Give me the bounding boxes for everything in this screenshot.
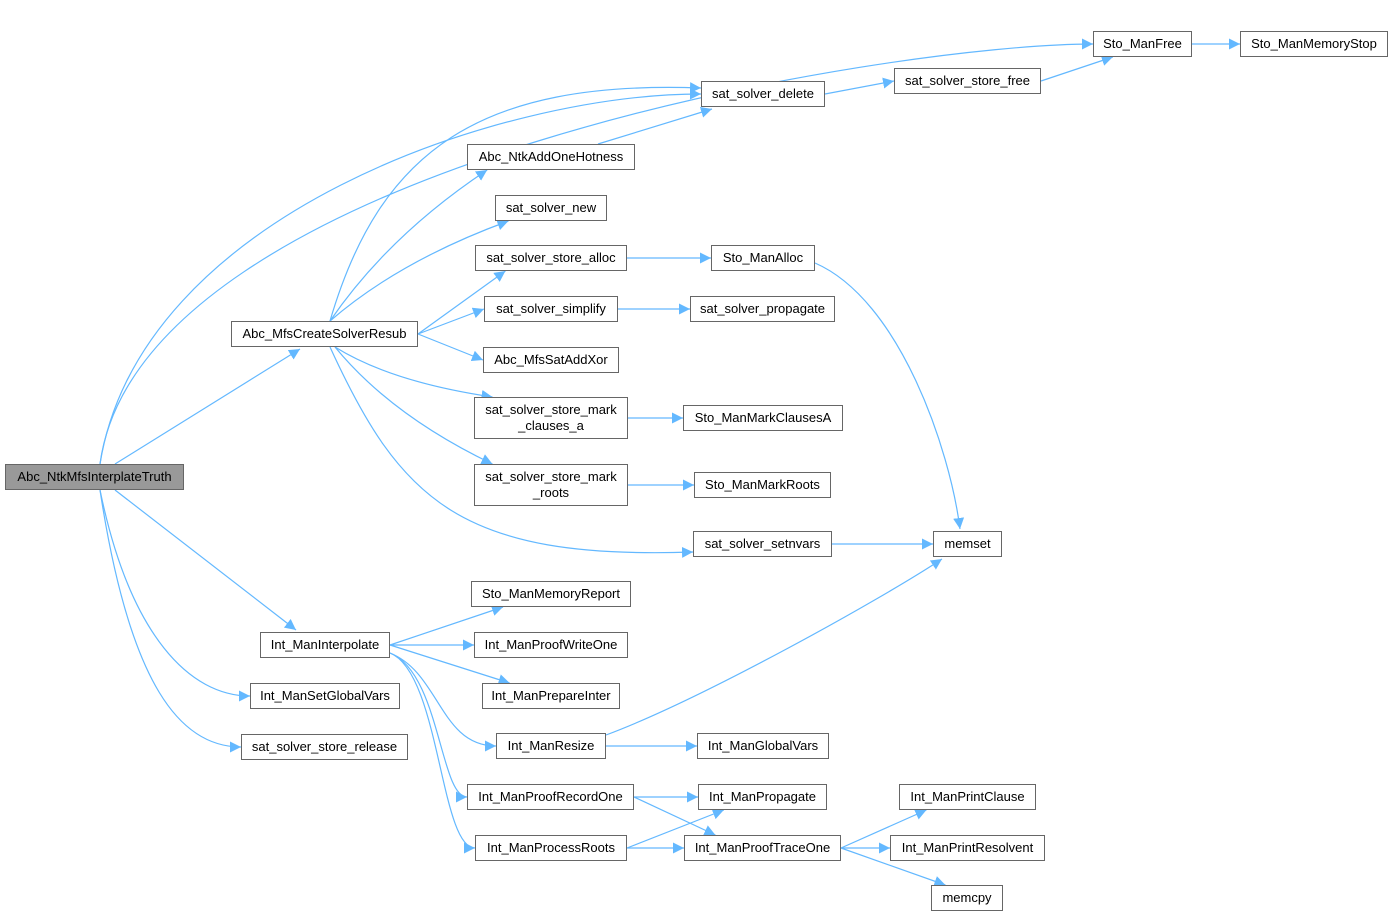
edge-interp-to-prep bbox=[389, 644, 510, 685]
node-simplify[interactable]: sat_solver_simplify bbox=[484, 296, 618, 322]
edge-resub-to-simplify bbox=[417, 307, 485, 335]
node-memcpy[interactable]: memcpy bbox=[931, 885, 1003, 911]
edge-stoalloc-to-memset bbox=[814, 262, 965, 530]
edge-root-to-setgv bbox=[99, 489, 251, 702]
node-presolv[interactable]: Int_ManPrintResolvent bbox=[890, 835, 1045, 861]
node-propagate[interactable]: sat_solver_propagate bbox=[690, 296, 835, 322]
node-pwrite[interactable]: Int_ManProofWriteOne bbox=[474, 632, 628, 658]
node-setgv[interactable]: Int_ManSetGlobalVars bbox=[250, 683, 400, 709]
node-alloc[interactable]: sat_solver_store_alloc bbox=[475, 245, 627, 271]
node-stoalloc[interactable]: Sto_ManAlloc bbox=[711, 245, 815, 271]
edge-root-to-release bbox=[99, 489, 242, 753]
edge-resize-to-memset bbox=[605, 558, 943, 736]
edge-interp-to-resize bbox=[389, 652, 497, 752]
node-pclause[interactable]: Int_ManPrintClause bbox=[899, 784, 1036, 810]
node-iprop[interactable]: Int_ManPropagate bbox=[698, 784, 827, 810]
node-resub[interactable]: Abc_MfsCreateSolverResub bbox=[231, 321, 418, 347]
node-precord[interactable]: Int_ManProofRecordOne bbox=[467, 784, 634, 810]
node-memrep[interactable]: Sto_ManMemoryReport bbox=[471, 581, 631, 607]
node-stomarkR[interactable]: Sto_ManMarkRoots bbox=[694, 472, 831, 498]
edge-ptrace-to-memcpy bbox=[840, 847, 946, 887]
edge-proots-to-iprop bbox=[626, 808, 725, 849]
node-memstop[interactable]: Sto_ManMemoryStop bbox=[1240, 31, 1388, 57]
edge-storefree-to-stofree bbox=[1040, 55, 1113, 82]
edge-ptrace-to-pclause bbox=[840, 809, 927, 849]
edge-hot-to-delete bbox=[597, 106, 713, 145]
edge-resub-to-setnvars bbox=[329, 346, 694, 558]
node-xor[interactable]: Abc_MfsSatAddXor bbox=[483, 347, 619, 373]
node-root[interactable]: Abc_NtkMfsInterplateTruth bbox=[5, 464, 184, 490]
edge-resub-to-markR bbox=[334, 346, 493, 465]
edge-root-to-resub bbox=[114, 348, 301, 465]
edge-resub-to-new bbox=[329, 219, 509, 322]
edge-precord-to-ptrace bbox=[633, 796, 716, 836]
node-ptrace[interactable]: Int_ManProofTraceOne bbox=[684, 835, 841, 861]
edge-interp-to-memrep bbox=[389, 605, 504, 646]
node-release[interactable]: sat_solver_store_release bbox=[241, 734, 408, 760]
node-prep[interactable]: Int_ManPrepareInter bbox=[482, 683, 620, 709]
edge-delete-to-storefree bbox=[824, 77, 895, 95]
node-interp[interactable]: Int_ManInterpolate bbox=[260, 632, 390, 658]
node-hot[interactable]: Abc_NtkAddOneHotness bbox=[467, 144, 635, 170]
node-setnvars[interactable]: sat_solver_setnvars bbox=[693, 531, 832, 557]
node-markR[interactable]: sat_solver_store_mark _roots bbox=[474, 464, 628, 506]
node-memset[interactable]: memset bbox=[933, 531, 1002, 557]
node-stomarkA[interactable]: Sto_ManMarkClausesA bbox=[683, 405, 843, 431]
edge-resub-to-alloc bbox=[417, 270, 506, 335]
node-proots[interactable]: Int_ManProcessRoots bbox=[475, 835, 627, 861]
edge-interp-to-proots bbox=[389, 652, 476, 854]
edge-root-to-stofree bbox=[99, 38, 1094, 465]
edge-interp-to-precord bbox=[389, 652, 468, 803]
edge-resub-to-markA bbox=[334, 346, 493, 401]
edge-resub-to-xor bbox=[417, 333, 484, 362]
node-markA[interactable]: sat_solver_store_mark _clauses_a bbox=[474, 397, 628, 439]
edge-resub-to-delete bbox=[329, 82, 702, 322]
edge-root-to-delete bbox=[99, 88, 702, 465]
node-storefree[interactable]: sat_solver_store_free bbox=[894, 68, 1041, 94]
node-resize[interactable]: Int_ManResize bbox=[496, 733, 606, 759]
edge-root-to-interp bbox=[114, 489, 297, 631]
edge-resub-to-hot bbox=[329, 169, 488, 322]
node-new[interactable]: sat_solver_new bbox=[495, 195, 607, 221]
node-delete[interactable]: sat_solver_delete bbox=[701, 81, 825, 107]
node-stofree[interactable]: Sto_ManFree bbox=[1093, 31, 1192, 57]
node-gvars[interactable]: Int_ManGlobalVars bbox=[697, 733, 829, 759]
